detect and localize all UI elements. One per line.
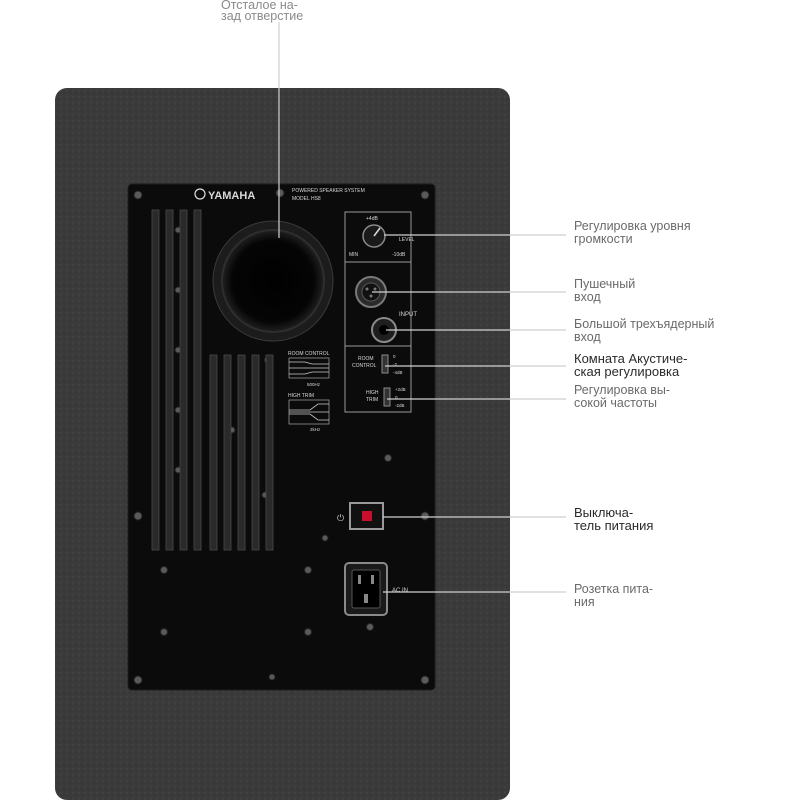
callout-room: Комната Акустиче-ская регулировка bbox=[574, 352, 687, 378]
power-symbol-icon: ⏻ bbox=[337, 513, 344, 524]
callout-hightrim: Регулировка вы-сокой частоты bbox=[574, 384, 670, 410]
room-chart-freq: 500Hz bbox=[307, 382, 321, 387]
model-label: MODEL HS8 bbox=[292, 196, 321, 202]
brand-label: YAMAHA bbox=[208, 190, 255, 202]
callout-power: Выключа-тель питания bbox=[574, 506, 653, 532]
trim-val-0: +2dB bbox=[395, 387, 406, 392]
ac-in-label: AC IN bbox=[392, 588, 408, 594]
bass-reflex-port-inner bbox=[222, 230, 324, 332]
high-trim-title-2: TRIM bbox=[366, 397, 378, 403]
room-control-switch[interactable] bbox=[382, 355, 388, 373]
room-control-title-2: CONTROL bbox=[352, 363, 377, 369]
trim-chart-freq: 2kHz bbox=[310, 427, 321, 432]
input-title-label: INPUT bbox=[399, 312, 417, 318]
trim-chart-title: HIGH TRIM bbox=[288, 393, 314, 399]
level-title-label: LEVEL bbox=[399, 237, 415, 243]
callout-port: Отсталое на-зад отверстие bbox=[221, 0, 303, 22]
level-min-label: MIN bbox=[349, 252, 359, 258]
level-max-label: -10dB bbox=[392, 252, 406, 258]
trim-val-2: -2dB bbox=[395, 403, 405, 408]
callout-socket: Розетка пита-ния bbox=[574, 583, 653, 609]
room-control-title-1: ROOM bbox=[358, 356, 374, 362]
high-trim-title-1: HIGH bbox=[366, 390, 379, 396]
room-val-2: -4dB bbox=[393, 370, 403, 375]
level-plus-label: +4dB bbox=[366, 216, 378, 222]
high-trim-switch[interactable] bbox=[384, 388, 390, 406]
system-label: POWERED SPEAKER SYSTEM bbox=[292, 188, 365, 194]
room-chart-title: ROOM CONTROL bbox=[288, 351, 330, 357]
